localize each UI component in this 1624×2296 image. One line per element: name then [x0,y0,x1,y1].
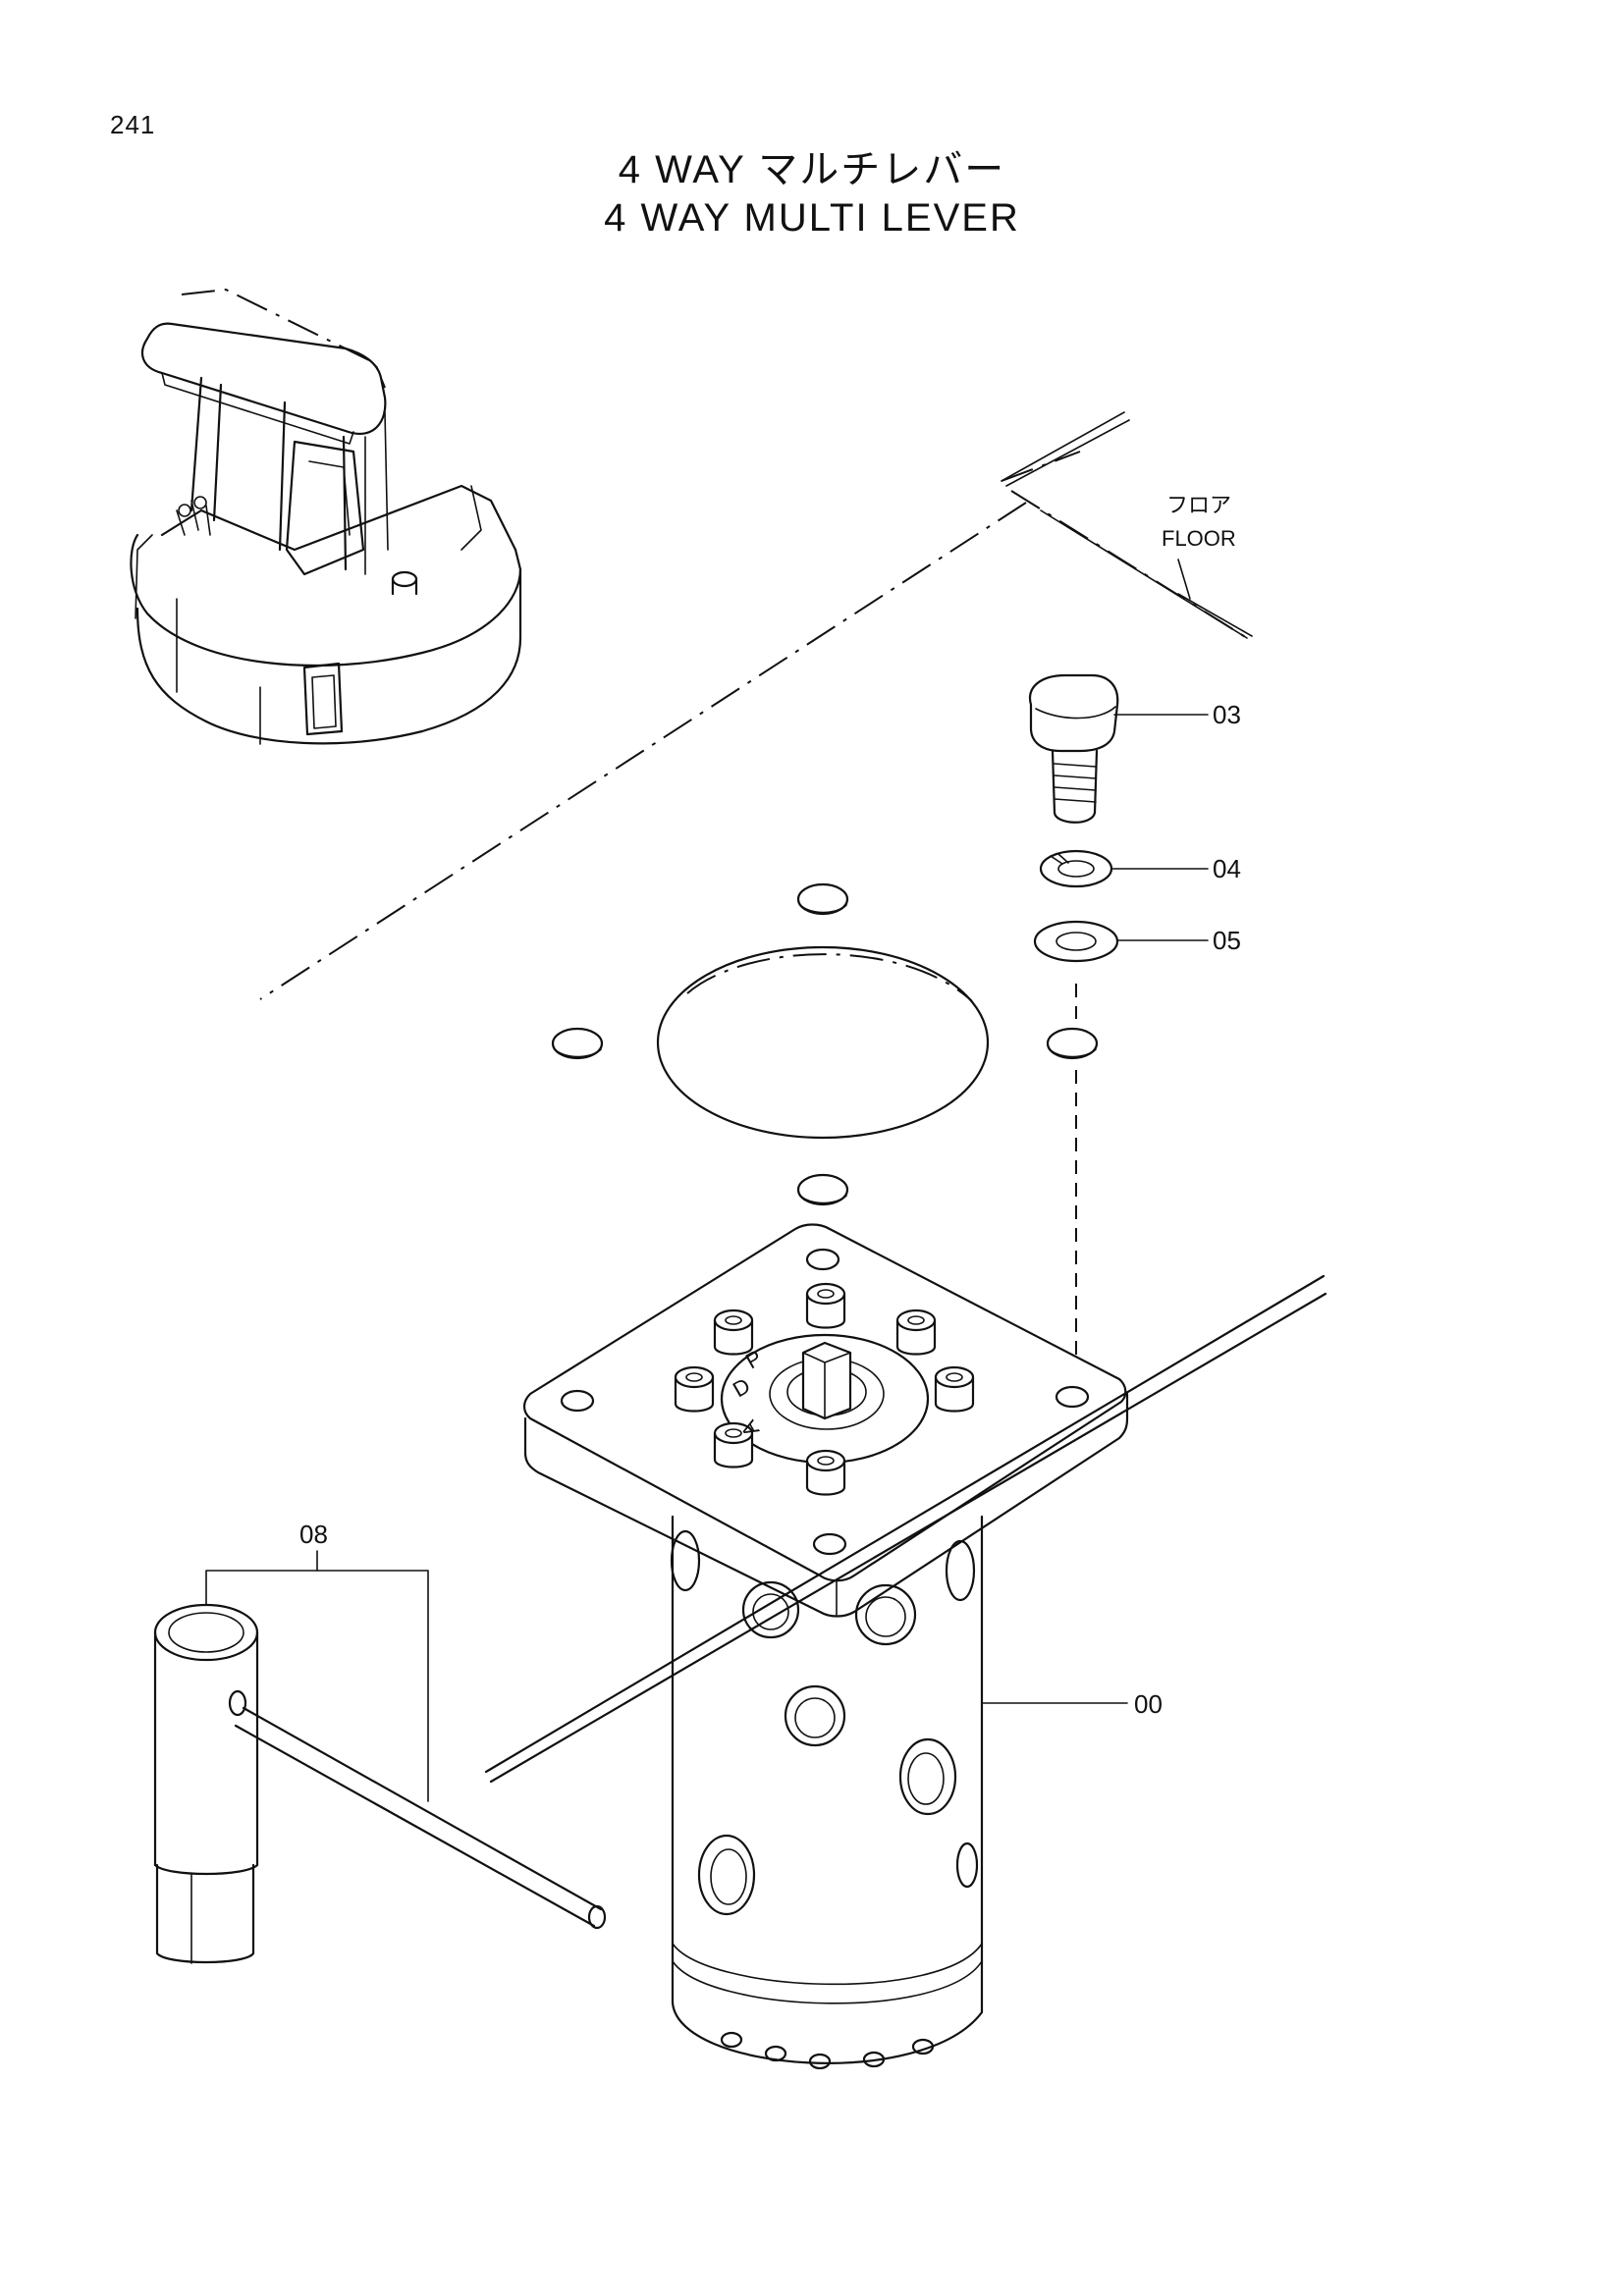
floor-large-opening [656,945,990,1140]
machine-cab-thumbnail [130,288,522,745]
floor-label-en: FLOOR [1162,526,1236,551]
flat-washer-part [1033,920,1209,963]
callout-04: 04 [1213,854,1241,883]
floor-plane [259,411,1253,1000]
title-english: 4 WAY MULTI LEVER [604,196,1020,240]
pilot-port-bosses [674,1282,975,1496]
valve-flange-plate: P D A [522,1223,1129,1618]
tool-set-wrench [153,1550,607,1964]
bolt-part [1028,673,1209,824]
callout-05: 05 [1213,926,1241,955]
page-number: 241 [110,110,156,139]
callout-08: 08 [299,1520,328,1549]
multi-lever-valve-body [670,1515,1128,2070]
callout-00: 00 [1134,1689,1163,1719]
title-japanese: 4 WAY マルチレバー [618,148,1006,191]
floor-cutout-holes [551,882,1099,1206]
floor-leader-line [1177,559,1191,600]
floor-label-jp: フロア [1166,493,1231,517]
spring-washer-part [1039,849,1209,888]
lever-rod-outline [484,1274,1327,1784]
callout-03: 03 [1213,700,1241,729]
valve-port-holes [670,1529,979,1916]
